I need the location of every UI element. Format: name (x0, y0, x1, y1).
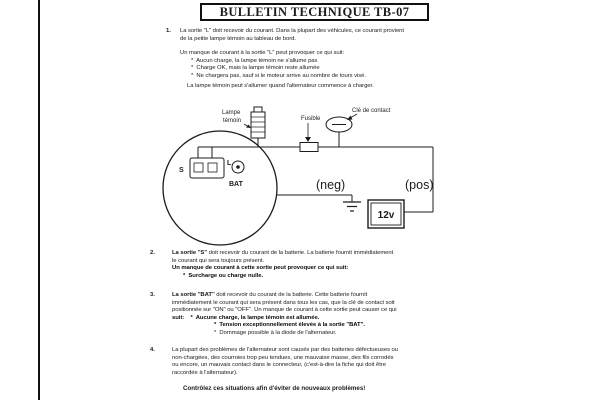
section-2-bullet: * Surcharge ou charge nulle. (183, 272, 264, 279)
terminal-pin-icon (207, 162, 218, 173)
bat-terminal-dot-icon (236, 165, 240, 169)
section-4-number: 4. (150, 347, 155, 353)
title-box: BULLETIN TECHNIQUE TB-07 (200, 3, 429, 21)
section-2-number: 2. (150, 250, 155, 256)
section-3-line: positionnée sur "ON" ou "OFF". Un manque… (172, 307, 397, 314)
terminal-l-label: L (227, 160, 232, 167)
section-1-bullet: * Aucun charge, la lampe témoin ne s'all… (191, 57, 318, 64)
section-1-bullet: * Charge OK, mais la lampe témoin reste … (191, 65, 320, 72)
wiring-diagram: S L BAT Lampe témoin Fusible Clé de cont… (162, 106, 434, 246)
neg-label: (neg) (316, 178, 345, 192)
terminal-pin-icon (193, 162, 204, 173)
key-switch-label: Clé de contact (352, 108, 391, 114)
section-3-lead-rest: doit recevoir du courant de la batterie.… (214, 292, 368, 298)
section-2-line: Un manque de courant à cette sortie peut… (172, 265, 349, 272)
fuse-arrowhead (305, 137, 311, 142)
section-4: 4. La plupart des problèmes de l'alterna… (150, 347, 398, 377)
alternator-circle-icon (162, 130, 278, 246)
section-4-line: non-chargées, des courroies trop peu ten… (172, 354, 394, 361)
section-1-line: Un manque de courant à la sortie "L" peu… (180, 50, 345, 57)
scan-edge-line (38, 0, 40, 400)
page-title: BULLETIN TECHNIQUE TB-07 (219, 4, 410, 19)
section-1-bullet: * Ne chargera pas, sauf si le moteur arr… (191, 72, 366, 79)
connector-plug-icon (189, 157, 225, 179)
section-4-line: ou encore, un mauvais contact dans le co… (172, 362, 386, 369)
section-1-note: La lampe témoin peut s'allumer quand l'a… (187, 82, 374, 89)
section-4-line: raccordée à l'alternateur). (172, 369, 238, 376)
section-3-line: La sortie "BAT" doit recevoir du courant… (172, 292, 396, 300)
lamp-arrowhead (246, 124, 251, 128)
section-3-bullet: * Dommage possible à la diode de l'alter… (214, 329, 337, 336)
section-4-line: La plupart des problèmes de l'alternateu… (172, 347, 398, 353)
key-arrowhead (347, 115, 353, 120)
fuse-icon (299, 142, 319, 152)
section-3: 3. La sortie "BAT" doit recevoir du cour… (150, 292, 397, 338)
section-2-line: le courant qui sera toujours présent. (172, 257, 265, 264)
terminal-s-label: S (179, 167, 184, 174)
terminal-bat-label: BAT (229, 181, 244, 188)
battery-box-inner (370, 202, 402, 226)
pos-label: (pos) (405, 178, 433, 192)
section-1-line: de la petite lampe témoin au tableau de … (180, 35, 296, 42)
section-3-line: suit: * Aucune charge, la lampe témoin e… (172, 314, 320, 321)
spacer (180, 43, 404, 50)
section-2: 2. La sortie "S" doit recevoir du couran… (150, 250, 393, 280)
lamp-label-line2: témoin (223, 118, 241, 124)
section-1-line: La sortie "L" doit recevoir du courant. … (180, 28, 404, 34)
section-1-number: 1. (166, 28, 171, 34)
battery-voltage-label: 12v (378, 210, 395, 221)
closing-statement: Contrôlez ces situations afin d'éviter d… (183, 385, 366, 392)
section-3-bullet: * Tension exceptionnellement élevée à la… (214, 322, 365, 329)
lamp-cap-icon (253, 106, 263, 113)
lamp-label-line1: Lampe (222, 110, 241, 116)
section-1: 1. La sortie "L" doit recevoir du couran… (166, 28, 404, 90)
section-3-line: immédiatement le courant qui sera présen… (172, 299, 395, 306)
section-3-number: 3. (150, 292, 155, 298)
section-2-line: La sortie "S" doit recevoir du courant d… (172, 250, 393, 258)
section-2-lead-rest: doit recevoir du courant de la batterie.… (207, 250, 394, 256)
battery-box-icon (367, 199, 405, 229)
section-3-lead: La sortie "BAT" (172, 292, 215, 298)
fuse-label: Fusible (301, 116, 321, 122)
section-2-lead: La sortie "S" (172, 250, 208, 256)
lamp-icon (250, 111, 266, 139)
